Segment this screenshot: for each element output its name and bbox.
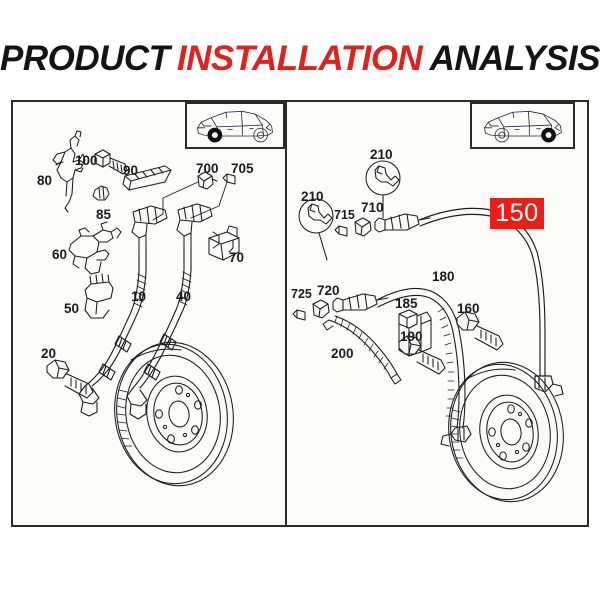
callout-725: 725 <box>291 287 312 301</box>
callout-710: 710 <box>361 200 384 215</box>
callout-100: 100 <box>75 153 98 168</box>
callout-705: 705 <box>231 161 254 176</box>
callout-160: 160 <box>457 301 480 316</box>
part-20-bolt <box>46 359 94 399</box>
title-word-analysis: ANALYSIS <box>429 38 600 78</box>
part-40-brake-hose <box>126 247 192 420</box>
panel-divider <box>285 102 287 525</box>
callout-180: 180 <box>432 269 455 284</box>
part-160-bolt <box>456 311 504 351</box>
leader-lines-700-705 <box>152 181 228 221</box>
part-700-connector <box>197 171 218 190</box>
parts-diagram-frame: 80 100 90 85 700 705 60 70 10 40 50 20 <box>11 100 589 527</box>
brake-disc-rotor <box>114 341 234 487</box>
vehicle-rear-wheel-thumbnail <box>470 102 575 149</box>
part-725-clip <box>292 309 306 321</box>
part-710-connector <box>354 217 372 237</box>
part-80-bracket <box>52 130 86 213</box>
part-190-bolt <box>398 335 446 375</box>
part-90-clip <box>122 165 172 191</box>
part-720-connector <box>312 299 330 319</box>
title-word-installation: INSTALLATION <box>176 38 423 78</box>
part-10-brake-hose <box>78 249 147 417</box>
callout-60: 60 <box>52 247 68 262</box>
part-185-container <box>398 309 432 357</box>
rear-brake-disc-rotor <box>448 361 564 503</box>
callout-80: 80 <box>37 173 53 188</box>
part-60-bracket <box>68 221 122 275</box>
part-715-clip <box>334 225 348 237</box>
part-200-spring-strip <box>322 315 402 385</box>
part-100-bolt <box>94 149 128 175</box>
callout-50: 50 <box>64 301 80 316</box>
callout-210-lower: 210 <box>301 189 324 204</box>
callout-20: 20 <box>41 346 57 361</box>
callout-185: 185 <box>395 296 418 311</box>
callout-90: 90 <box>123 163 139 178</box>
front-hose-fitting-left <box>131 205 168 251</box>
callout-190: 190 <box>400 329 423 344</box>
callout-10: 10 <box>131 289 147 304</box>
front-hose-fitting-right <box>176 203 213 249</box>
part-85-clip <box>92 185 110 201</box>
highlight-badge-label: 150 <box>495 199 539 227</box>
suv-rear-outline-icon <box>484 110 562 143</box>
rear-hose-fitting-upper <box>374 213 431 233</box>
part-150-brake-line <box>418 207 564 397</box>
suv-front-outline-icon <box>197 110 273 143</box>
page-title: PRODUCT INSTALLATION ANALYSIS <box>0 34 600 82</box>
callout-85: 85 <box>96 207 112 222</box>
front-brake-assembly-drawing <box>46 130 240 487</box>
title-word-product: PRODUCT <box>0 38 170 78</box>
callout-40: 40 <box>176 289 192 304</box>
highlight-badge-150[interactable]: 150 <box>490 198 544 229</box>
callout-200: 200 <box>331 346 354 361</box>
panel-rear-brake-assembly: 150 210 210 715 710 725 720 180 185 200 … <box>287 102 587 525</box>
rear-brake-assembly-drawing <box>292 160 564 503</box>
torque-symbol-210-upper <box>365 160 401 219</box>
torque-symbol-210-lower <box>298 198 334 261</box>
callout-700: 700 <box>196 161 219 176</box>
part-705-connector <box>222 173 236 185</box>
part-70-clamp <box>208 225 240 261</box>
callout-715: 715 <box>334 208 355 222</box>
callout-210-upper: 210 <box>370 147 393 162</box>
rear-hose-fitting-lower <box>332 293 389 313</box>
callout-720: 720 <box>317 283 340 298</box>
panel-front-brake-assembly: 80 100 90 85 700 705 60 70 10 40 50 20 <box>13 102 285 525</box>
part-50-bracket <box>84 273 114 319</box>
vehicle-front-wheel-thumbnail <box>185 102 285 149</box>
callout-70: 70 <box>229 250 245 265</box>
